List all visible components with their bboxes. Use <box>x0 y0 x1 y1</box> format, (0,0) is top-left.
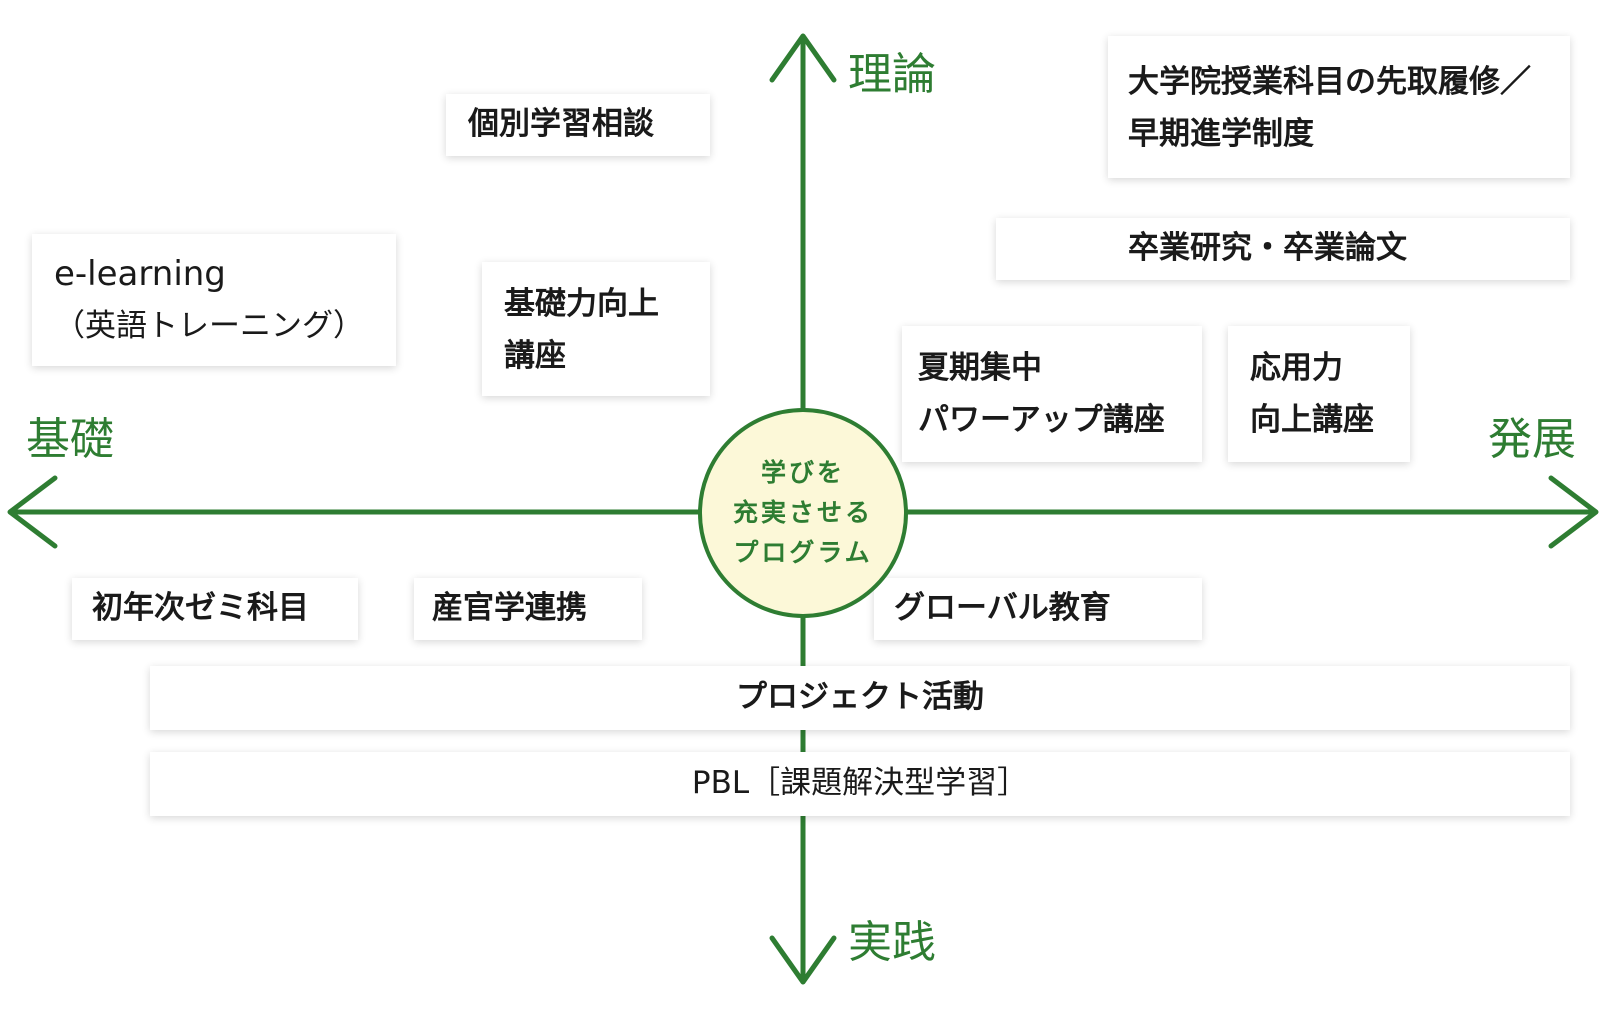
axis-label-basic: 基礎 <box>26 414 114 465</box>
box-elearning: e-learning （英語トレーニング） <box>32 234 396 366</box>
box-label-line1: e-learning <box>54 254 226 294</box>
box-grad-courses: 大学院授業科目の先取履修／ 早期進学制度 <box>1108 36 1570 178</box>
arrow-down-icon <box>769 935 837 985</box>
arrow-right-icon <box>1548 475 1599 549</box>
arrow-up-icon <box>769 33 837 83</box>
box-first-year-seminar: 初年次ゼミ科目 <box>72 578 358 640</box>
arrow-left-icon <box>7 475 58 549</box>
box-individual-consult: 個別学習相談 <box>446 94 710 156</box>
box-label: PBL［課題解決型学習］ <box>691 765 1029 801</box>
box-summer-intensive: 夏期集中 パワーアップ講座 <box>902 326 1202 462</box>
box-thesis: 卒業研究・卒業論文 <box>996 218 1570 280</box>
box-label: 卒業研究・卒業論文 <box>1128 230 1407 266</box>
box-label: 初年次ゼミ科目 <box>92 590 309 626</box>
center-label-line3: プログラム <box>733 538 873 567</box>
box-label-line2: 講座 <box>504 338 566 374</box>
axis-label-advanced: 発展 <box>1488 414 1576 465</box>
box-label-line2: （英語トレーニング） <box>54 308 364 344</box>
center-label-line1: 学びを <box>760 458 845 487</box>
axis-label-practice: 実践 <box>848 917 936 968</box>
box-label-line2: パワーアップ講座 <box>918 402 1165 438</box>
box-basic-skills: 基礎力向上 講座 <box>482 262 710 396</box>
box-industry-collab: 産官学連携 <box>414 578 642 640</box>
box-label-line1: 夏期集中 <box>918 350 1042 386</box>
box-global-education: グローバル教育 <box>874 578 1202 640</box>
box-label-line2: 向上講座 <box>1250 402 1374 438</box>
box-label: 産官学連携 <box>432 590 587 626</box>
box-pbl: PBL［課題解決型学習］ <box>150 752 1570 816</box>
box-label-line1: 応用力 <box>1250 350 1343 386</box>
box-label: 個別学習相談 <box>468 106 654 142</box>
box-label: プロジェクト活動 <box>736 679 984 715</box>
box-label-line1: 大学院授業科目の先取履修／ <box>1128 64 1531 100</box>
box-label-line1: 基礎力向上 <box>504 286 659 322</box>
box-label: グローバル教育 <box>894 590 1111 626</box>
center-label-line2: 充実させる <box>732 498 873 527</box>
box-project-activities: プロジェクト活動 <box>150 666 1570 730</box>
center-circle: 学びを 充実させる プログラム <box>698 408 908 618</box>
box-label-line2: 早期進学制度 <box>1128 116 1314 152</box>
axis-label-theory: 理論 <box>848 49 936 100</box>
box-applied-skills: 応用力 向上講座 <box>1228 326 1410 462</box>
